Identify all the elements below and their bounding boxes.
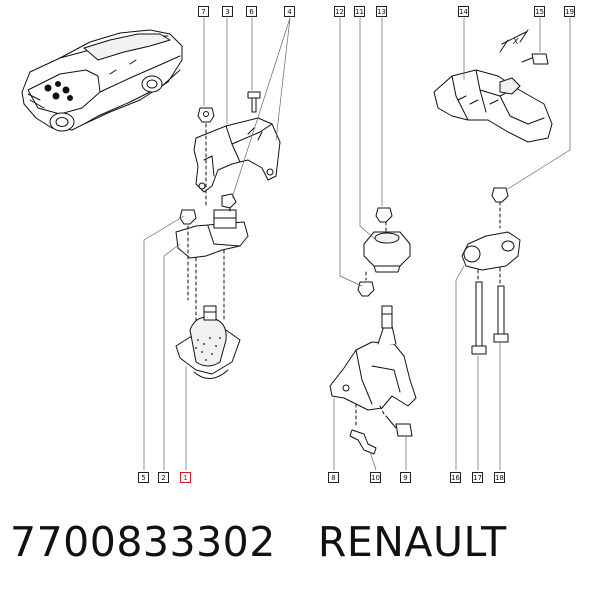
dimension-label: X: [512, 37, 519, 46]
callout-10: 10: [370, 472, 381, 483]
callout-16: 16: [450, 472, 461, 483]
callout-3: 3: [222, 6, 233, 17]
callout-13: 13: [376, 6, 387, 17]
callout-8: 8: [328, 472, 339, 483]
callout-5: 5: [138, 472, 149, 483]
callout-17: 17: [472, 472, 483, 483]
callout-9: 9: [400, 472, 411, 483]
callout-7: 7: [198, 6, 209, 17]
left-mount-group: [175, 91, 281, 379]
leader-lines: [143, 17, 571, 471]
car-illustration: [21, 29, 183, 132]
callout-12: 12: [334, 6, 345, 17]
callout-6: 6: [246, 6, 257, 17]
callout-4: 4: [284, 6, 295, 17]
right-mount-group: [433, 29, 553, 355]
callout-1-highlighted: 1: [180, 472, 191, 483]
callout-18: 18: [494, 472, 505, 483]
center-mount-group: [329, 207, 417, 455]
part-number: 7700833302: [10, 518, 276, 566]
callout-11: 11: [354, 6, 365, 17]
engine-mount-exploded-diagram: X: [21, 17, 571, 471]
callout-2: 2: [158, 472, 169, 483]
brand-name: RENAULT: [317, 518, 507, 566]
callout-15: 15: [534, 6, 545, 17]
callout-19: 19: [564, 6, 575, 17]
part-caption: 7700833302 RENAULT: [10, 512, 507, 572]
callout-14: 14: [458, 6, 469, 17]
